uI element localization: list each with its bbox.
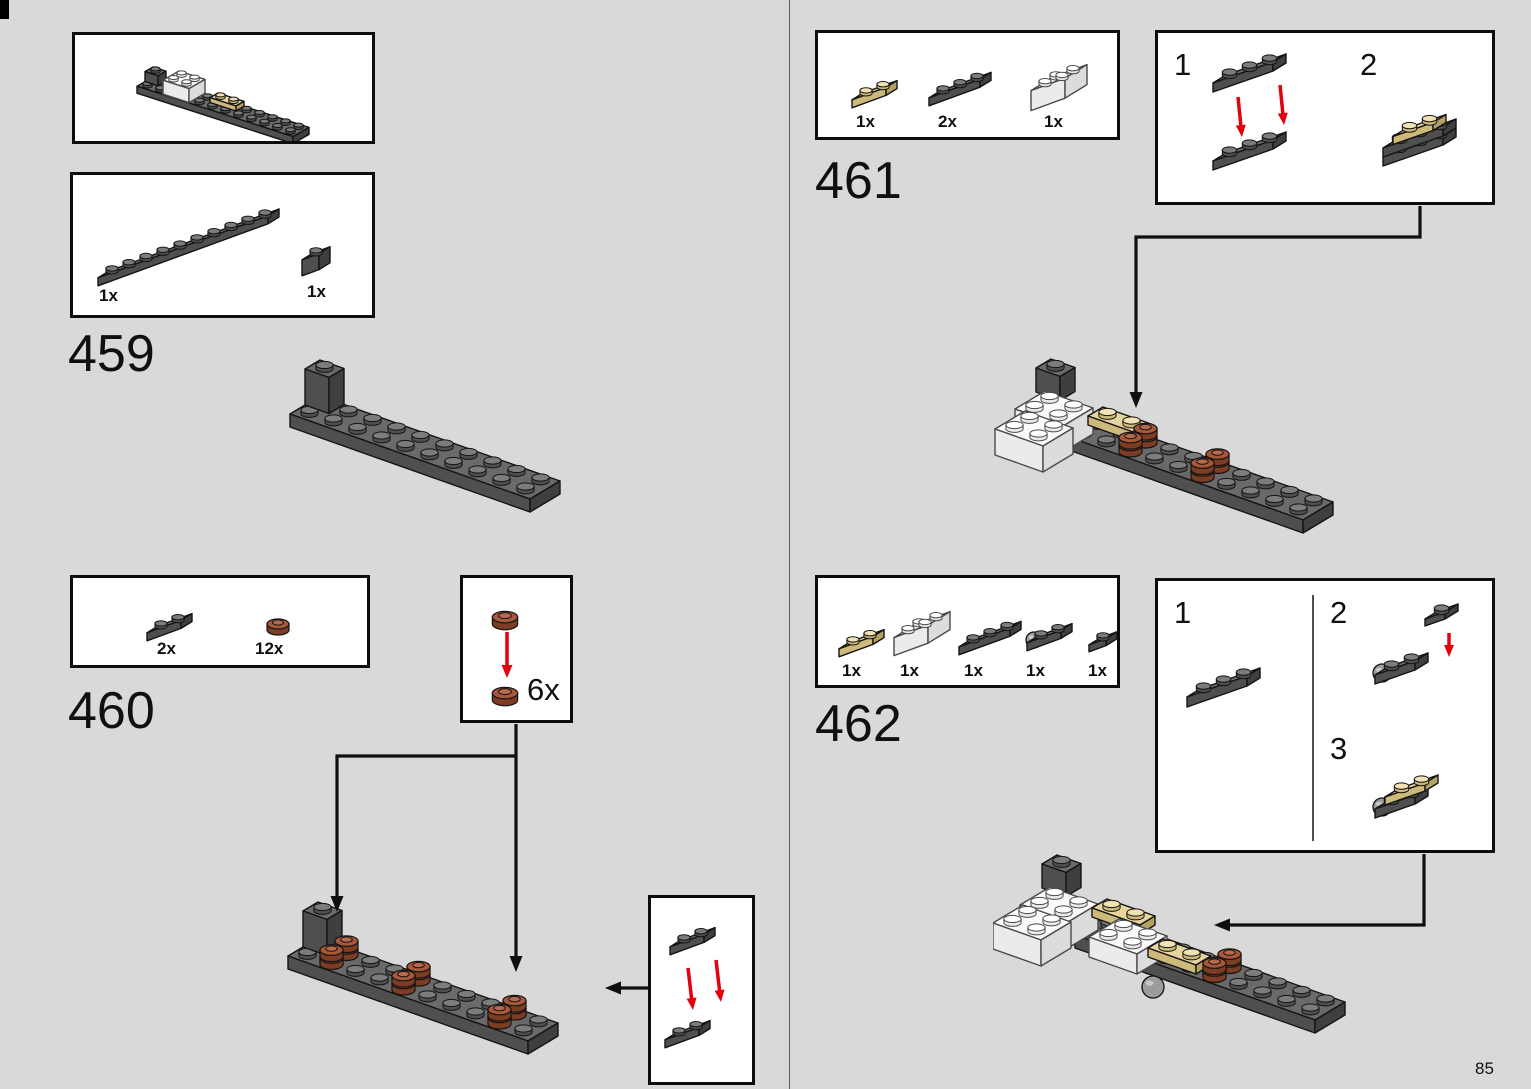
callout-drawing-6x xyxy=(491,610,519,707)
parts-drawing-460 xyxy=(146,612,290,642)
part-qty: 12x xyxy=(255,639,284,658)
callout-step-number: 3 xyxy=(1330,731,1348,766)
callout-step-number: 2 xyxy=(1360,47,1378,82)
parts-box-460: 2x 12x xyxy=(70,575,370,668)
callout-box-stack-plates xyxy=(648,895,755,1085)
part-qty: 1x xyxy=(1088,661,1107,680)
part-qty: 1x xyxy=(964,661,983,680)
part-qty: 1x xyxy=(1026,661,1045,680)
part-qty: 1x xyxy=(842,661,861,680)
part-qty: 1x xyxy=(307,282,326,301)
callout-drawing-462 xyxy=(1186,595,1459,841)
part-qty: 2x xyxy=(157,639,176,658)
parts-box-462: 1x 1x 1x 1x 1x xyxy=(815,575,1120,688)
parts-box-459: 1x 1x xyxy=(70,172,375,318)
step-number-459: 459 xyxy=(68,325,155,383)
assembly-459 xyxy=(248,338,588,543)
assembly-460 xyxy=(248,843,608,1088)
page-number: 85 xyxy=(1475,1059,1494,1078)
callout-box-6x: 6x xyxy=(460,575,573,723)
step-number-460: 460 xyxy=(68,682,155,740)
previous-build-drawing xyxy=(136,66,310,141)
part-qty: 2x xyxy=(938,112,957,131)
step-number-462: 462 xyxy=(815,695,902,753)
assembly-461 xyxy=(993,345,1348,540)
previous-build-preview-box xyxy=(72,32,375,144)
parts-box-461: 1x 2x 1x xyxy=(815,30,1120,140)
part-qty: 1x xyxy=(900,661,919,680)
part-qty: 1x xyxy=(99,286,118,305)
callout-box-461: 1 2 xyxy=(1155,30,1495,205)
column-divider xyxy=(789,0,790,1089)
callout-drawing-stack-plates xyxy=(664,926,725,1049)
print-corner-mark xyxy=(0,0,9,19)
callout-step-number: 1 xyxy=(1174,47,1192,82)
callout-step-number: 2 xyxy=(1330,595,1348,630)
part-qty: 1x xyxy=(856,112,875,131)
parts-drawing-461 xyxy=(851,63,1088,112)
step-number-461: 461 xyxy=(815,152,902,210)
part-qty: 1x xyxy=(1044,112,1063,131)
callout-drawing-461 xyxy=(1212,53,1457,171)
parts-drawing-462 xyxy=(838,610,1117,658)
callout-step-number: 1 xyxy=(1174,595,1192,630)
callout-qty: 6x xyxy=(527,672,560,707)
parts-drawing-459 xyxy=(97,208,331,287)
callout-box-462: 1 2 3 xyxy=(1155,578,1495,853)
assembly-462 xyxy=(993,845,1353,1065)
